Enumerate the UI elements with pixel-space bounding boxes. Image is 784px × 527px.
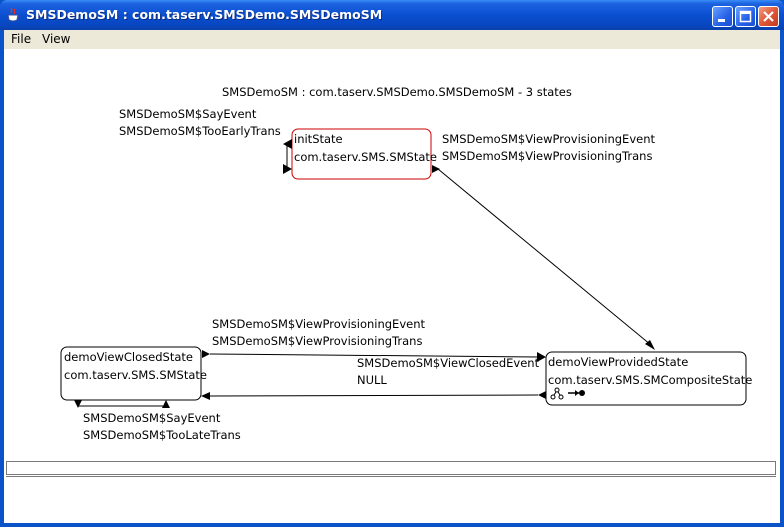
minimize-button[interactable] — [712, 6, 733, 27]
transition-closed-to-provided-trans: SMSDemoSM$ViewProvisioningTrans — [212, 334, 422, 348]
composite-state-icon — [550, 387, 564, 400]
transition-init-self-event: SMSDemoSM$SayEvent — [119, 107, 257, 121]
transition-closed-to-provided-event: SMSDemoSM$ViewProvisioningEvent — [212, 317, 425, 331]
state-provided-name: demoViewProvidedState — [548, 355, 688, 369]
state-diagram: SMSDemoSM : com.taserv.SMSDemo.SMSDemoSM… — [60, 85, 752, 442]
minimize-icon — [718, 19, 725, 22]
transition-init-to-provided-event: SMSDemoSM$ViewProvisioningEvent — [442, 132, 655, 146]
window-content: File View SMSDemoSM : com.taserv.SMSDemo… — [4, 30, 780, 523]
state-closed-type: com.taserv.SMS.SMState — [64, 368, 207, 382]
transition-provided-to-closed-trans: NULL — [357, 373, 387, 387]
arrowhead — [432, 165, 440, 173]
state-init-type: com.taserv.SMS.SMState — [294, 150, 437, 164]
transition-closed-self[interactable]: SMSDemoSM$SayEvent SMSDemoSM$TooLateTran… — [74, 400, 241, 442]
output-divider — [6, 476, 776, 477]
arrowhead — [201, 392, 210, 400]
transition-closed-to-provided[interactable]: SMSDemoSM$ViewProvisioningEvent SMSDemoS… — [202, 317, 546, 362]
arrowhead — [74, 400, 82, 408]
arrowhead — [283, 164, 292, 174]
maximize-icon — [739, 10, 752, 23]
close-button[interactable] — [758, 6, 779, 27]
menu-file[interactable]: File — [11, 32, 32, 46]
transition-closed-self-trans: SMSDemoSM$TooLateTrans — [83, 428, 241, 442]
window-title: SMSDemoSM : com.taserv.SMSDemo.SMSDemoSM — [26, 7, 383, 22]
state-init-name: initState — [294, 132, 343, 146]
transition-init-to-provided-trans: SMSDemoSM$ViewProvisioningTrans — [442, 149, 652, 163]
menu-view[interactable]: View — [42, 32, 71, 46]
state-diagram-canvas[interactable]: SMSDemoSM : com.taserv.SMSDemo.SMSDemoSM… — [4, 49, 780, 459]
history-connector-icon — [568, 390, 585, 396]
java-cup-icon — [7, 7, 20, 22]
arrowhead — [538, 391, 546, 399]
title-bar[interactable]: SMSDemoSM : com.taserv.SMSDemo.SMSDemoSM — [0, 0, 784, 30]
state-init[interactable]: initState com.taserv.SMS.SMState — [291, 128, 437, 180]
arrowhead — [645, 340, 655, 350]
transition-provided-to-closed-event: SMSDemoSM$ViewClosedEvent — [357, 356, 540, 370]
maximize-button[interactable] — [735, 6, 756, 27]
transition-closed-self-event: SMSDemoSM$SayEvent — [83, 411, 221, 425]
transition-init-self[interactable]: SMSDemoSM$SayEvent SMSDemoSM$TooEarlyTra… — [119, 107, 292, 174]
transition-init-self-trans: SMSDemoSM$TooEarlyTrans — [119, 124, 281, 138]
arrowhead — [537, 352, 546, 362]
close-icon — [763, 11, 774, 22]
state-closed-name: demoViewClosedState — [64, 350, 193, 364]
state-closed[interactable]: demoViewClosedState com.taserv.SMS.SMSta… — [60, 346, 207, 401]
output-header-strip — [6, 461, 776, 475]
arrowhead — [202, 350, 210, 358]
diagram-header: SMSDemoSM : com.taserv.SMSDemo.SMSDemoSM… — [222, 85, 572, 99]
output-panel[interactable] — [4, 459, 780, 523]
menu-bar: File View — [4, 30, 780, 49]
state-provided-type: com.taserv.SMS.SMCompositeState — [548, 373, 752, 387]
arrowhead — [283, 139, 292, 149]
arrowhead — [162, 400, 170, 408]
state-provided[interactable]: demoViewProvidedState com.taserv.SMS.SMC… — [545, 351, 752, 406]
transition-provided-to-closed[interactable]: SMSDemoSM$ViewClosedEvent NULL — [201, 356, 546, 400]
transition-init-to-provided[interactable]: SMSDemoSM$ViewProvisioningEvent SMSDemoS… — [432, 132, 655, 350]
